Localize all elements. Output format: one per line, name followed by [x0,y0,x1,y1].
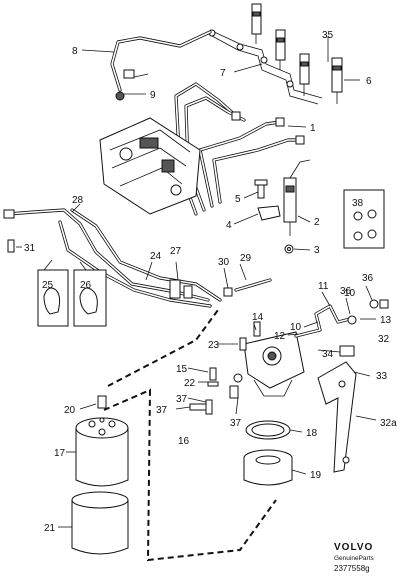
clip-detail-26 [73,261,107,327]
fuel-feed-lines [3,208,222,308]
label-18: 18 [306,428,318,439]
label-8: 8 [72,46,78,57]
assembly-dashed-line [103,309,277,562]
label-26: 26 [80,280,92,291]
clip-detail-25 [37,259,69,327]
label-21: 21 [44,523,56,534]
label-14: 14 [252,312,264,323]
injector-4 [331,57,343,104]
label-15: 15 [176,364,188,375]
label-28: 28 [72,195,84,206]
callout-lines [71,203,179,281]
brand-name: VOLVO [334,542,373,553]
pipe-nut [223,287,233,297]
injector-3 [299,53,310,96]
label-32a: 32a [380,418,397,429]
drawing-code: 2377558g [334,564,370,573]
label-19: 19 [310,470,322,481]
sensor-34 [339,345,355,357]
label-4: 4 [226,220,232,231]
bleed-screw [253,321,261,337]
label-11: 11 [318,281,329,292]
banjo-bolt [7,239,15,253]
label-1: 1 [310,123,316,134]
label-30: 30 [218,257,230,268]
nozzle-holder [283,159,311,236]
label-24: 24 [150,251,162,262]
label-37a: 37 [156,405,168,416]
callout-labels: 1 2 3 4 5 6 7 8 9 10 10 11 12 13 14 15 1… [24,30,397,534]
label-25: 25 [42,280,54,291]
fittings-36 [347,299,389,325]
label-37b: 37 [230,418,242,429]
fuel-filter-insert [243,449,293,486]
label-37c: 37 [176,394,188,405]
label-9: 9 [150,90,156,101]
label-32: 32 [378,334,390,345]
label-29: 29 [240,253,252,264]
injector-group [208,3,343,105]
fuel-filter [75,417,129,487]
label-2: 2 [314,217,320,228]
label-17: 17 [54,448,66,459]
label-3: 3 [314,245,320,256]
injector-2 [275,29,286,70]
label-23: 23 [208,340,220,351]
label-7: 7 [220,68,226,79]
label-34: 34 [322,349,334,360]
label-12: 12 [274,331,286,342]
seal-kit-box [343,189,385,249]
label-10a: 10 [290,322,302,333]
label-27: 27 [170,246,182,257]
label-5: 5 [235,194,241,205]
clamp [257,205,281,221]
injector-1 [251,3,262,44]
leader-lines [16,36,377,528]
return-pipe [294,304,356,338]
label-38: 38 [352,198,364,209]
label-35: 35 [322,30,334,41]
label-31: 31 [24,243,36,254]
label-33: 33 [376,371,388,382]
drain-plug [97,395,107,409]
screws-15-22-23 [207,337,247,387]
filter-head [243,331,305,397]
overflow-pipe [110,30,212,101]
label-16: 16 [178,436,190,447]
bracket [317,361,357,473]
return-line-harness [208,29,323,105]
label-22: 22 [184,378,196,389]
connecting-pipe [234,278,272,292]
label-36b: 36 [340,286,352,297]
label-10b: 10 [344,288,356,299]
bolts-37 [189,373,243,415]
label-20: 20 [64,405,76,416]
seal-ring [245,420,291,440]
washer [284,244,294,254]
brand-subtitle: GenuineParts [334,555,374,562]
label-6: 6 [366,76,372,87]
filter-bowl [71,491,129,555]
injection-pump [99,117,201,215]
clamp-bolt [254,179,268,199]
label-13: 13 [380,315,392,326]
label-36a: 36 [362,273,374,284]
footer-branding: VOLVO GenuineParts 2377558g [334,542,374,573]
